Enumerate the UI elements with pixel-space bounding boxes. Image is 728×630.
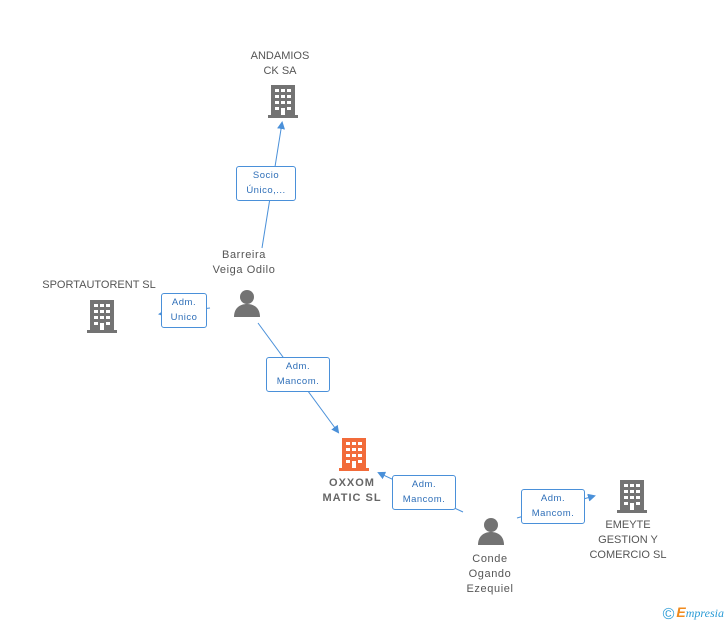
edge-label-line: Unico xyxy=(170,312,198,323)
building-icon xyxy=(87,300,117,333)
node-label-andamios[interactable]: ANDAMIOS CK SA xyxy=(240,49,320,79)
edge-label-line: Adm. xyxy=(540,493,566,504)
node-label-line: Veiga Odilo xyxy=(212,264,276,276)
building-icon xyxy=(617,480,647,513)
node-label-line: CK SA xyxy=(263,65,297,77)
edge-label-adm-mancom[interactable]: Adm. Mancom. xyxy=(521,489,585,524)
node-label-line: MATIC SL xyxy=(322,492,382,504)
edge-label-line: Mancom. xyxy=(531,508,575,519)
node-label-line: GESTION Y xyxy=(598,534,658,546)
edge-label-line: Adm. xyxy=(285,361,311,372)
person-icon xyxy=(478,518,504,545)
building-icon xyxy=(339,438,369,471)
node-label-conde[interactable]: Conde Ogando Ezequiel xyxy=(450,552,530,597)
node-label-line: SPORTAUTORENT SL xyxy=(42,279,156,291)
edge-label-adm-unico[interactable]: Adm. Unico xyxy=(161,293,207,328)
person-icon xyxy=(234,290,260,317)
node-label-sportautorent[interactable]: SPORTAUTORENT SL xyxy=(38,278,160,293)
edge-label-line: Adm. xyxy=(171,297,197,308)
copyright-icon: © xyxy=(662,606,675,623)
edge-label-line: Mancom. xyxy=(276,376,320,387)
node-label-line: ANDAMIOS xyxy=(250,50,310,62)
brand-name: mpresia xyxy=(685,606,724,620)
edge-label-line: Mancom. xyxy=(402,494,446,505)
edge-label-adm-mancom[interactable]: Adm. Mancom. xyxy=(266,357,330,392)
edge-label-socio-unico[interactable]: Socio Único,... xyxy=(236,166,296,201)
edge-label-line: Adm. xyxy=(411,479,437,490)
node-label-line: COMERCIO SL xyxy=(589,549,667,561)
node-label-emeyte[interactable]: EMEYTE GESTION Y COMERCIO SL xyxy=(582,518,674,563)
edge-label-line: Socio xyxy=(252,170,280,181)
node-label-line: Conde xyxy=(472,553,508,565)
node-label-barreira[interactable]: Barreira Veiga Odilo xyxy=(196,248,292,278)
node-label-line: Ogando xyxy=(468,568,512,580)
brand-initial: E xyxy=(676,604,686,620)
edge-label-line: Único,... xyxy=(246,185,286,196)
empresia-logo: ©Empresia xyxy=(663,604,724,624)
edge-label-adm-mancom[interactable]: Adm. Mancom. xyxy=(392,475,456,510)
node-label-line: Barreira xyxy=(222,249,266,261)
building-icon xyxy=(268,85,298,118)
node-label-line: Ezequiel xyxy=(466,583,514,595)
node-label-line: EMEYTE xyxy=(605,519,651,531)
node-label-oxxom[interactable]: OXXOM MATIC SL xyxy=(312,476,392,506)
node-label-line: OXXOM xyxy=(329,477,375,489)
